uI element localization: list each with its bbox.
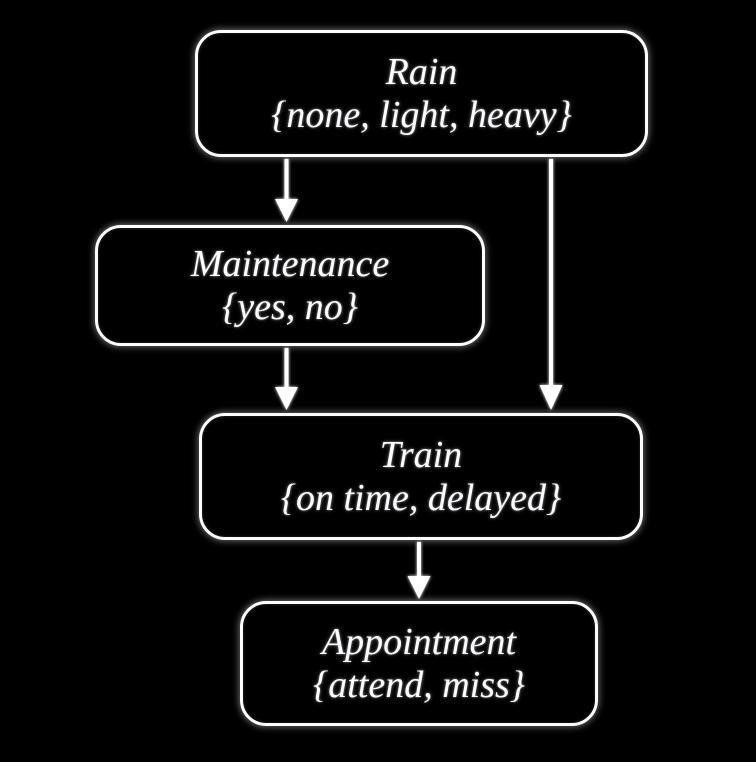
- edge-train-to-appointment: [407, 542, 431, 599]
- node-maintenance[interactable]: Maintenance {yes, no}: [95, 225, 485, 346]
- node-rain-values: {none, light, heavy}: [271, 93, 572, 136]
- node-appointment[interactable]: Appointment {attend, miss}: [240, 601, 598, 726]
- node-appointment-label: Appointment: [321, 620, 517, 663]
- node-rain[interactable]: Rain {none, light, heavy}: [195, 30, 648, 157]
- node-rain-label: Rain: [385, 50, 458, 93]
- node-appointment-values: {attend, miss}: [313, 663, 525, 706]
- edge-maintenance-to-train: [275, 348, 298, 410]
- node-train-values: {on time, delayed}: [280, 476, 562, 519]
- node-train[interactable]: Train {on time, delayed}: [199, 413, 643, 540]
- node-train-label: Train: [379, 433, 463, 476]
- node-maintenance-values: {yes, no}: [222, 285, 358, 328]
- edge-rain-to-maintenance: [275, 159, 298, 222]
- edge-rain-to-train: [539, 159, 563, 410]
- node-maintenance-label: Maintenance: [190, 242, 390, 285]
